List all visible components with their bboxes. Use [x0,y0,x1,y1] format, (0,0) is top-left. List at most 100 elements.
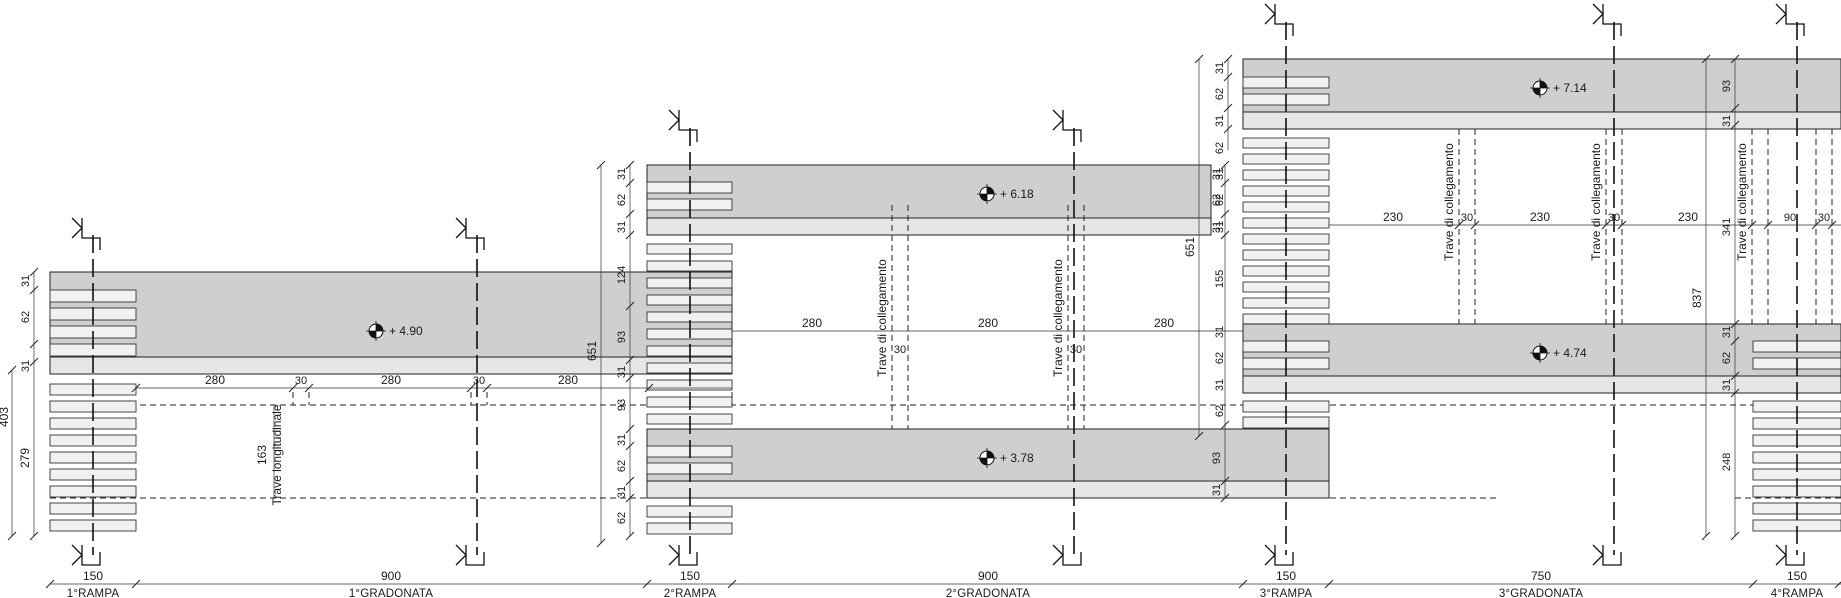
dim-label: 62 [616,460,628,472]
section-marker-icon [1775,544,1805,566]
section-marker-icon [1052,544,1082,566]
section-name-label: 2°RAMPA [664,588,717,598]
level-label: + 7.14 [1553,81,1587,95]
bottom-dim-label: 900 [381,569,401,583]
section-name-label: 3°GRADONATA [1499,588,1583,598]
vdim-block1: 31 62 31 403 279 [0,267,39,541]
dim-label: 31 [1211,221,1223,233]
dim-label: 31 [1214,221,1226,233]
dim-label: 230 [1678,210,1698,224]
dim-label: 31 [1214,326,1226,338]
dim-label: 62 [20,311,32,323]
level-marker-4: + 7.14 [1530,78,1587,98]
dim-chain-block1: 280 30 280 30 280 [131,373,732,393]
dim-label: 93 [616,331,628,343]
section-marker-icon [71,544,101,566]
level-marker-2: + 6.18 [977,184,1034,204]
dim-label: 31 [20,360,32,372]
dim-label: 31 [1721,379,1733,391]
section-marker-icon [1592,544,1622,566]
bottom-dim-label: 900 [978,569,998,583]
bottom-dim-label: 150 [1787,569,1807,583]
beam-label-connection: Trave di collegamento [1589,143,1603,261]
section-marker-icon [668,544,698,566]
dim-label: 62 [1214,405,1226,417]
beam-label-connection: Trave di collegamento [1442,143,1456,261]
section-name-label: 1°RAMPA [67,588,120,598]
dim-label: 90 [1784,212,1796,224]
dim-label: 31 [616,221,628,233]
level-marker-3: + 3.78 [977,448,1034,468]
section-marker-icon [1264,3,1294,36]
dim-label: 31 [1721,115,1733,127]
dim-label: 31 [616,168,628,180]
dim-label: 62 [1214,142,1226,154]
dim-label: 93 [616,399,628,411]
section-marker-icon [1775,3,1805,36]
level-label: + 6.18 [1000,187,1034,201]
dim-label: 30 [894,344,906,356]
dim-label: 30 [473,375,485,387]
dim-label: 62 [1214,352,1226,364]
beam-label-connection: Trave di collegamento [1735,143,1749,261]
dim-label: 280 [1154,316,1174,330]
dim-label: 31 [1214,168,1226,180]
vdim-block2-right: 31 62 31 93 31 [1211,160,1230,503]
vdim-block2: 31 62 31 124 93 31 93 31 62 31 62 651 [585,160,635,548]
section-name-label: 2°GRADONATA [946,588,1030,598]
bottom-dim-label: 750 [1531,569,1551,583]
vdim-block3: 31 62 31 62 31 62 31 155 31 62 31 62 651 [1183,54,1233,441]
dim-label: 62 [616,194,628,206]
dim-label: 280 [381,373,401,387]
section-marker-icon [1264,544,1294,566]
dim-label: 230 [1383,210,1403,224]
dim-label: 93 [1721,80,1733,92]
dim-label: 403 [0,407,11,427]
vdim-block3-right: 93 31 341 31 62 31 248 837 [1690,54,1740,541]
beam-label-connection: Trave di collegamento [875,259,889,377]
level-label: + 3.78 [1000,451,1034,465]
section-marker-icon [455,217,485,250]
beam-label-connection: Trave di collegamento [1051,259,1065,377]
dim-label: 31 [616,434,628,446]
dim-label: 651 [1183,237,1197,257]
dim-label: 837 [1690,288,1704,308]
block-3 [1242,58,1841,532]
dim-label: 124 [616,266,628,284]
level-label: + 4.90 [389,324,423,338]
bottom-dim-chain: 150 900 150 900 150 750 150 1°RAMPA 1°GR… [45,569,1841,598]
dim-label: 651 [585,341,599,361]
dim-chain-block2: 280 30 280 30 280 [732,316,1243,356]
dim-label: 279 [18,448,32,468]
dim-label: 31 [1211,484,1223,496]
beam-label-longitudinal: Trave longitudinale [270,404,284,505]
section-name-label: 1°GRADONATA [349,588,433,598]
landing-2-bottom-strip [646,480,1330,499]
landing-2-top [646,164,1212,219]
dim-label: 31 [616,486,628,498]
dim-label: 62 [1214,88,1226,100]
dim-label: 31 [1214,62,1226,74]
dim-label: 62 [616,512,628,524]
dim-label: 30 [1461,212,1473,224]
vdim-longitudinal: 163 Trave longitudinale [255,404,284,505]
dim-label: 248 [1721,453,1733,471]
section-name-label: 3°RAMPA [1260,588,1313,598]
dim-label: 230 [1530,210,1550,224]
section-marker-icon [668,109,698,142]
dim-label: 163 [255,445,269,465]
dim-label: 31 [20,275,32,287]
section-marker-icon [1592,3,1622,36]
connection-beams [292,129,1833,429]
connection-beam-labels: Trave di collegamento Trave di collegame… [875,143,1749,377]
section-cuts [92,22,1798,555]
dim-label: 30 [1608,212,1620,224]
dim-label: 155 [1214,270,1226,288]
section-marker-icon [455,544,485,566]
level-label: + 4.74 [1553,346,1587,360]
bottom-dim-label: 150 [1276,569,1296,583]
dim-label: 31 [1214,115,1226,127]
dim-label: 31 [1214,379,1226,391]
dim-label: 280 [978,316,998,330]
